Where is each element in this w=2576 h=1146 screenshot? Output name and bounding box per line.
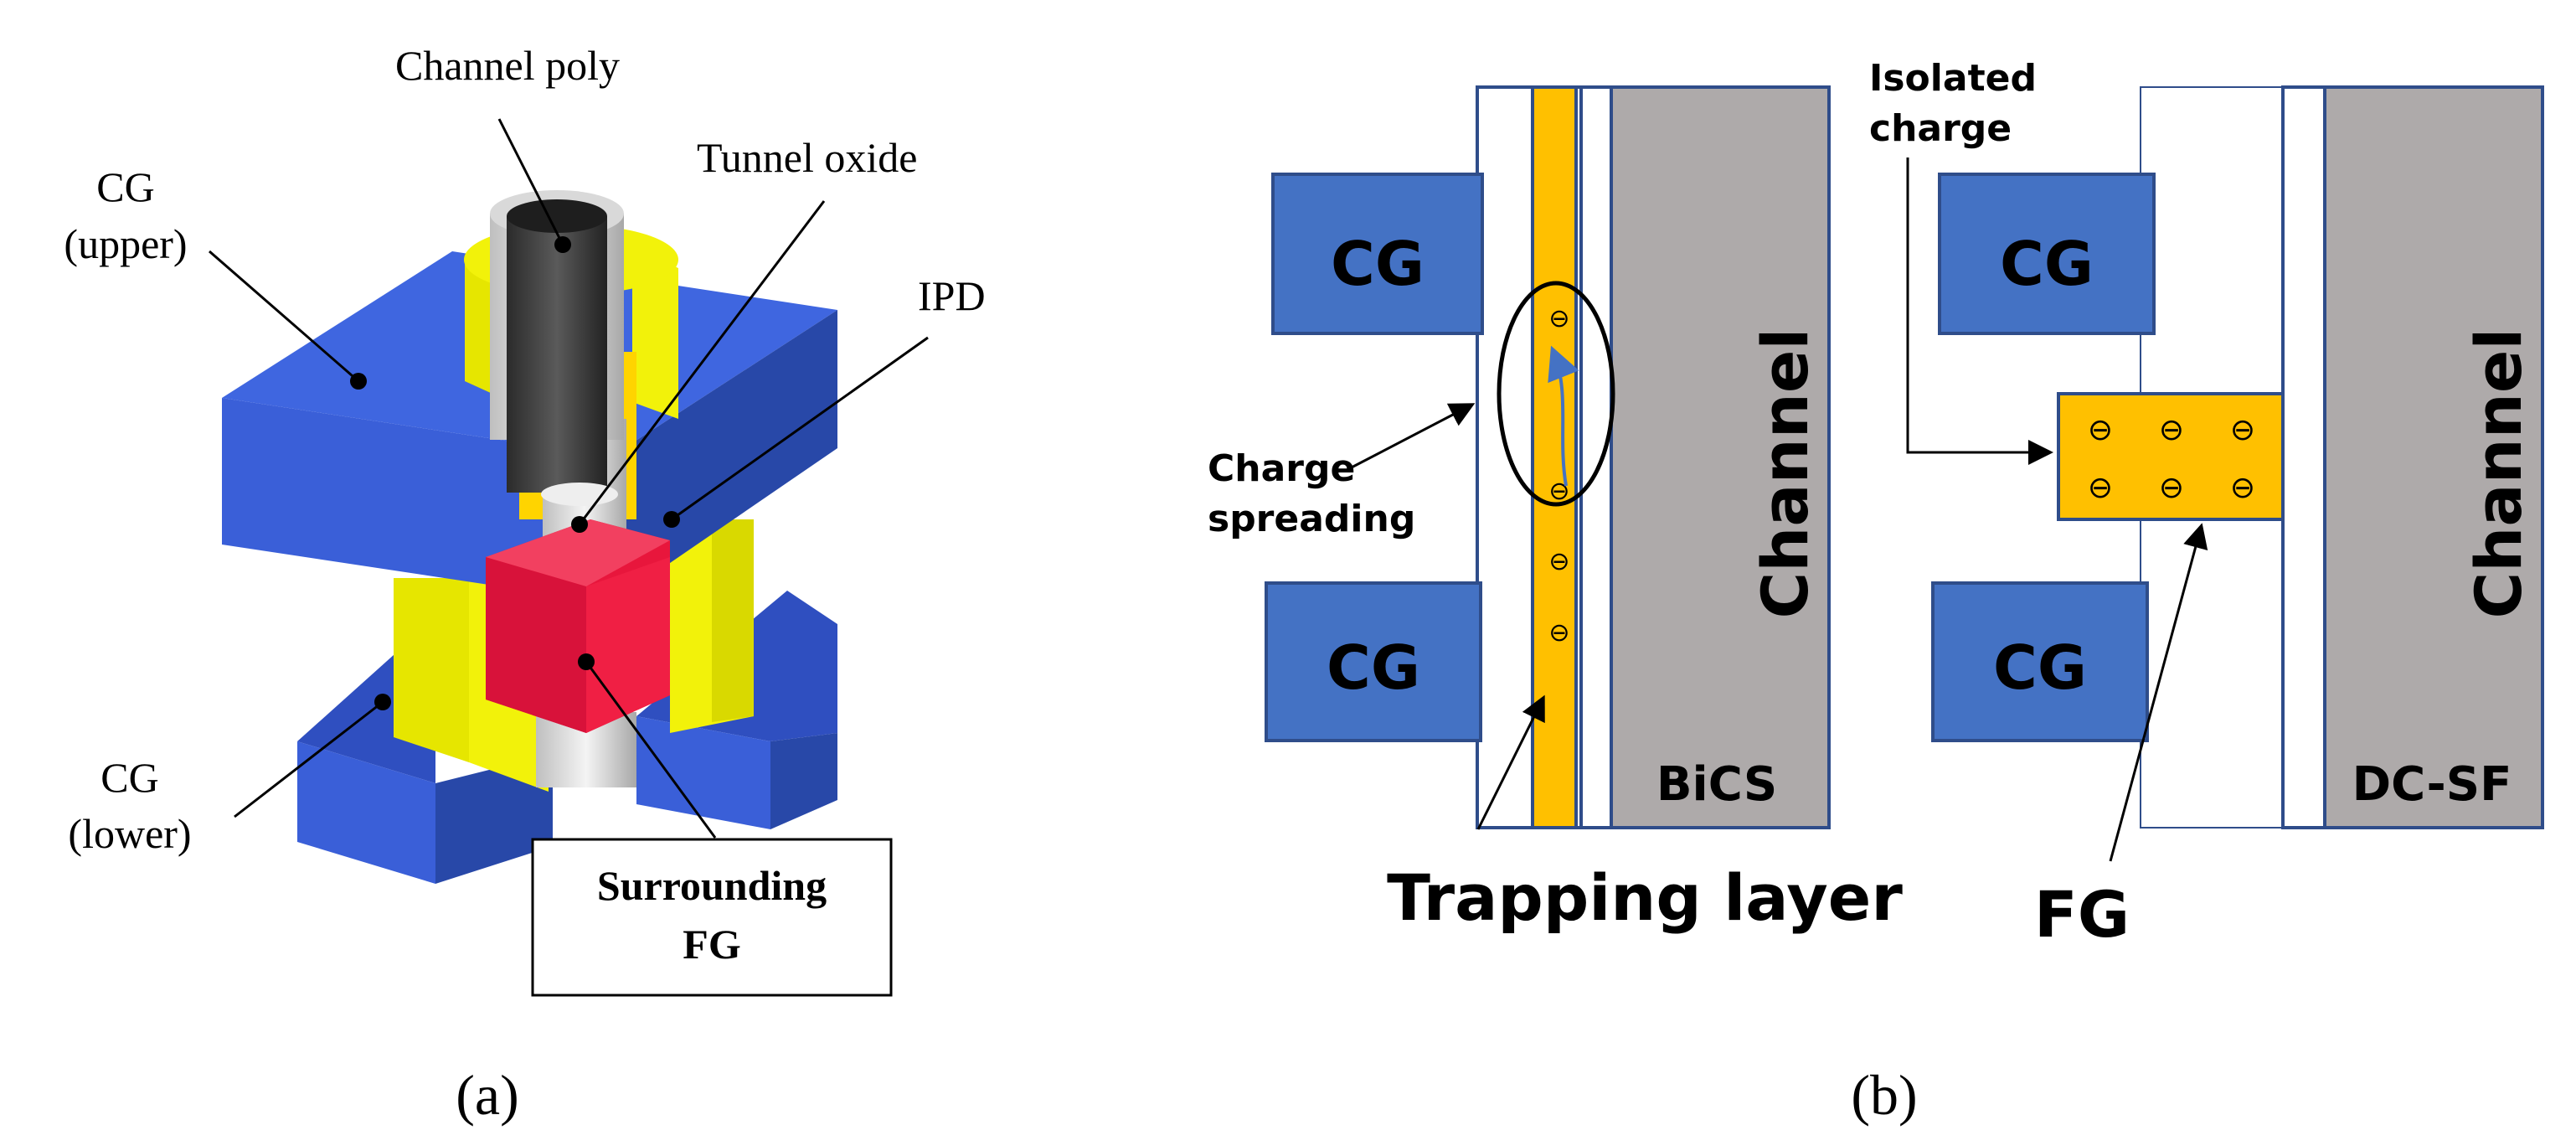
fg-label: FG xyxy=(2034,877,2130,952)
dcsf-channel-label: Channel xyxy=(2461,328,2536,619)
dcsf-cg-bottom xyxy=(1931,581,2149,742)
bics-charge-4: ⊖ xyxy=(1548,618,1569,648)
bics-channel-label: Channel xyxy=(1748,328,1822,619)
dcsf-charge-2: ⊖ xyxy=(2159,413,2184,447)
dcsf-charge-4: ⊖ xyxy=(2088,471,2113,505)
trapping-layer-arrow xyxy=(1476,694,1545,830)
bics-channel xyxy=(1610,85,1831,829)
surrounding-fg-label-line1: Surrounding xyxy=(597,862,827,909)
charge-spreading-label-line1: Charge xyxy=(1208,447,1355,490)
surrounding-fg-box xyxy=(531,838,893,997)
tunnel-oxide-label: Tunnel oxide xyxy=(697,134,917,181)
bics-charge-3: ⊖ xyxy=(1548,547,1569,576)
dcsf-charge-6: ⊖ xyxy=(2230,471,2255,505)
cg-upper-label-line1: CG xyxy=(96,163,154,210)
bics-name-label: BiCS xyxy=(1656,757,1777,812)
charge-spreading-path xyxy=(1548,345,1579,487)
dcsf-cross-section: CG CG ⊖ ⊖ ⊖ ⊖ ⊖ ⊖ Channel DC-SF Isolated… xyxy=(1869,57,2544,952)
trapping-layer-label: Trapping layer xyxy=(1387,860,1903,935)
fg-red-block xyxy=(486,519,670,733)
fg-arrow xyxy=(2109,523,2208,862)
callout-dots-a xyxy=(350,236,680,710)
bics-cg-bottom-label: CG xyxy=(1327,632,1420,703)
surrounding-fg-label-line2: FG xyxy=(683,921,740,968)
dcsf-charge-3: ⊖ xyxy=(2230,413,2255,447)
bics-cg-bottom xyxy=(1265,581,1482,742)
panel-b-label: (b) xyxy=(1851,1063,1917,1127)
dcsf-charge-5: ⊖ xyxy=(2159,471,2184,505)
dcsf-cg-top-label: CG xyxy=(2000,229,2094,299)
charge-spreading-label-line2: spreading xyxy=(1208,498,1415,540)
cg-lower-label-line2: (lower) xyxy=(68,810,191,857)
dcsf-cg-bottom-label: CG xyxy=(1993,632,2087,703)
dcsf-fg xyxy=(2057,392,2285,521)
isolated-charge-label-line1: Isolated xyxy=(1869,57,2037,100)
ipd-label: IPD xyxy=(918,272,986,319)
dcsf-name-label: DC-SF xyxy=(2352,757,2512,812)
charge-spreading-ellipse xyxy=(1497,281,1615,507)
channel-poly xyxy=(490,190,624,506)
cg-lower-label-line1: CG xyxy=(100,754,158,801)
channel-poly-label: Channel poly xyxy=(395,42,620,89)
panel-a-illustration: Channel poly Tunnel oxide IPD CG (upper)… xyxy=(64,42,985,1127)
dcsf-cg-top xyxy=(1938,173,2156,335)
cg-upper-label-line2: (upper) xyxy=(64,220,187,267)
dcsf-channel xyxy=(2323,85,2544,829)
bics-cross-section: CG CG Channel BiCS ⊖ ⊖ ⊖ ⊖ Charge spread… xyxy=(1208,85,1903,935)
bics-cg-top xyxy=(1271,173,1484,335)
bics-cg-top-label: CG xyxy=(1331,229,1425,299)
charge-spreading-arrow xyxy=(1347,403,1476,471)
panel-a-label: (a) xyxy=(456,1063,518,1127)
dcsf-liner xyxy=(2281,85,2326,829)
callout-lines-a xyxy=(209,118,929,839)
bics-charge-1: ⊖ xyxy=(1548,304,1569,333)
isolated-charge-label-line2: charge xyxy=(1869,107,2012,150)
isolated-charge-arrow xyxy=(1906,157,2053,465)
dcsf-charge-1: ⊖ xyxy=(2088,413,2113,447)
bics-trapping-layer xyxy=(1531,85,1578,829)
